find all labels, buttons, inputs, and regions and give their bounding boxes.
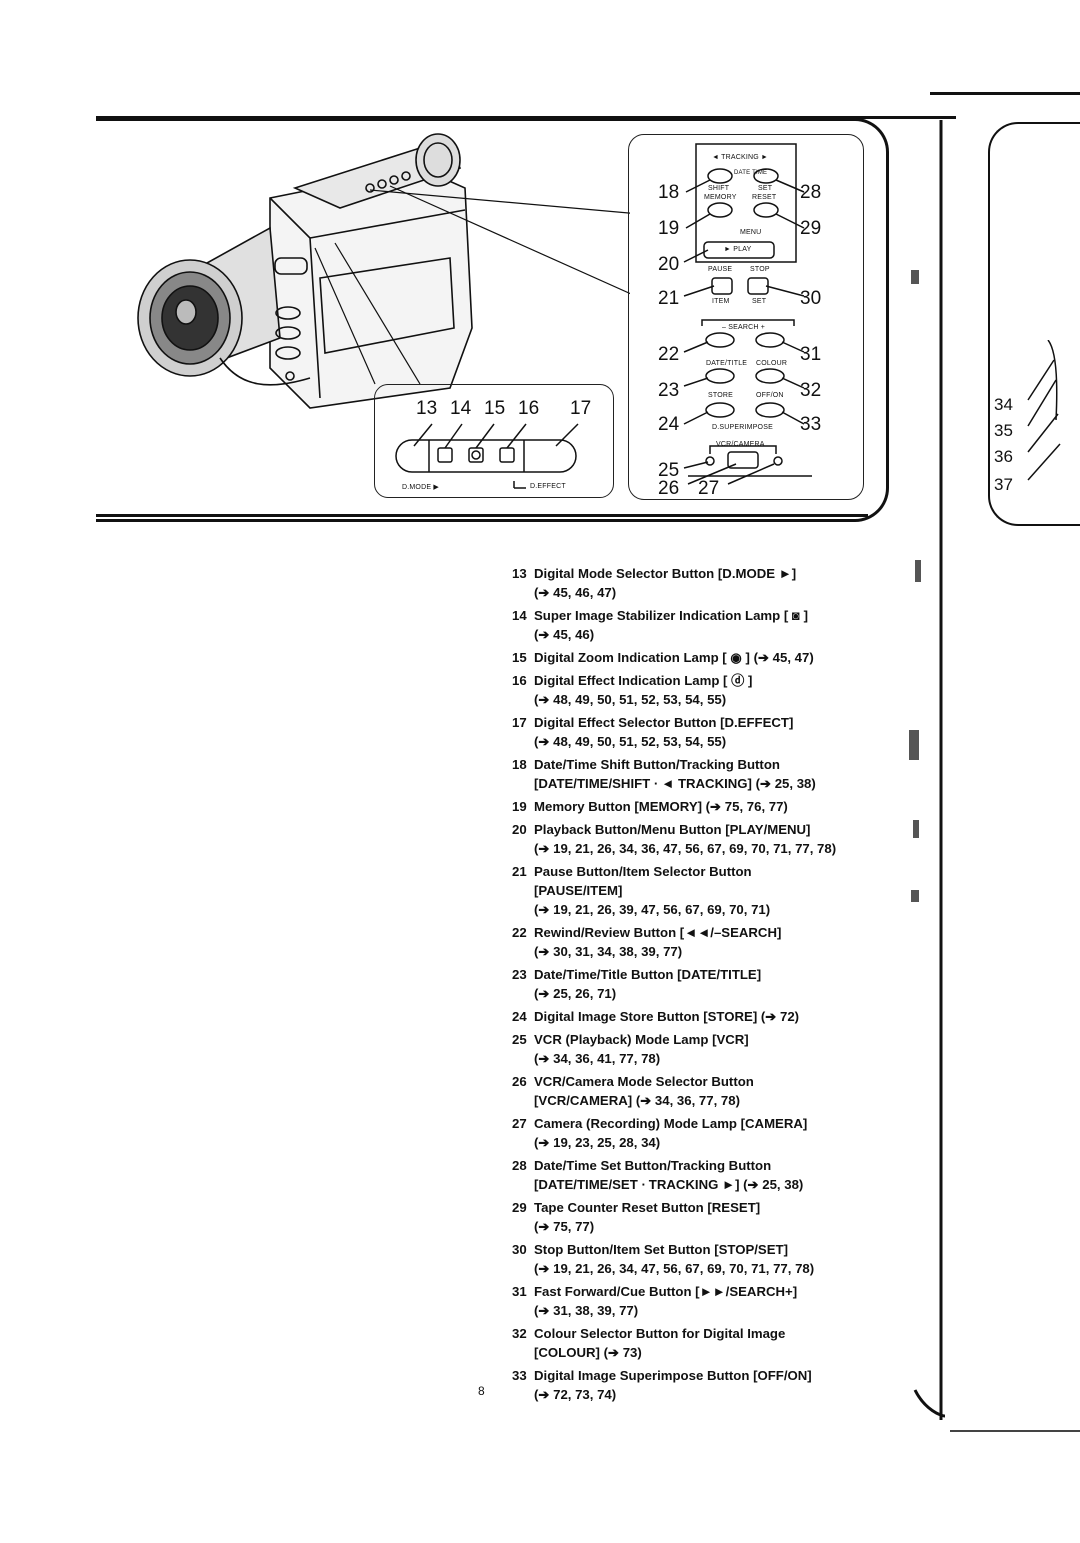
colour-label: COLOUR	[756, 360, 788, 367]
tracking-label: ◄ TRACKING ►	[712, 154, 769, 161]
callout-18: 18	[658, 182, 680, 203]
callout-17: 17	[570, 398, 592, 419]
mode-panel	[374, 384, 614, 498]
camcorder-illustration	[137, 133, 630, 409]
search-label: – SEARCH +	[722, 324, 766, 331]
reset-label: RESET	[752, 194, 777, 201]
callout-31: 31	[800, 344, 822, 365]
bottom-scan-rule	[950, 1430, 1080, 1432]
callout-25: 25	[658, 460, 680, 481]
store-label: STORE	[708, 392, 733, 399]
callout-37: 37	[994, 475, 1013, 494]
callout-28: 28	[800, 182, 822, 203]
date-time-label: DATE TIME	[734, 170, 768, 176]
callout-26: 26	[658, 478, 680, 499]
date-title-label: DATE/TITLE	[706, 360, 748, 367]
item-label: ITEM	[712, 298, 730, 305]
callout-27: 27	[698, 478, 720, 499]
callout-21: 21	[658, 288, 680, 309]
callout-20: 20	[658, 254, 680, 275]
top-rule	[96, 116, 956, 119]
binding-edge	[909, 120, 945, 1420]
callout-13: 13	[416, 398, 438, 419]
callout-34: 34	[994, 395, 1013, 414]
control-panel	[628, 134, 864, 500]
diagram-frame	[96, 118, 889, 522]
menu-label: MENU	[740, 229, 762, 236]
off-on-label: OFF/ON	[756, 392, 784, 399]
mode-panel-drawing	[395, 423, 579, 489]
callout-15: 15	[484, 398, 506, 419]
callout-36: 36	[994, 447, 1013, 466]
stop-label: STOP	[750, 266, 770, 273]
callout-23: 23	[658, 380, 680, 401]
control-panel-drawing	[683, 143, 812, 485]
callout-32: 32	[800, 380, 822, 401]
callout-24: 24	[658, 414, 680, 435]
callout-29: 29	[800, 218, 822, 239]
set2-label: SET	[752, 298, 767, 305]
dmode-label: D.MODE ▶	[402, 484, 439, 491]
vcr-camera-label: VCR/CAMERA	[716, 441, 765, 448]
callout-19: 19	[658, 218, 680, 239]
callout-14: 14	[450, 398, 472, 419]
callout-30: 30	[800, 288, 822, 309]
callout-35: 35	[994, 421, 1013, 440]
memory-label: MEMORY	[704, 194, 737, 201]
side-leaders	[1027, 340, 1061, 481]
callout-33: 33	[800, 414, 822, 435]
page-number: 8	[478, 1384, 485, 1398]
callout-22: 22	[658, 344, 680, 365]
play-label: ► PLAY	[724, 246, 752, 253]
d-superimpose-label: D.SUPERIMPOSE	[712, 424, 773, 431]
pause-label: PAUSE	[708, 266, 733, 273]
deffect-label: D.EFFECT	[530, 483, 566, 490]
side-frame	[988, 122, 1080, 526]
shift-label: SHIFT	[708, 185, 730, 192]
top-rule-tail	[930, 92, 1080, 95]
callout-16: 16	[518, 398, 540, 419]
bottom-rule	[96, 514, 868, 517]
set-label: SET	[758, 185, 773, 192]
